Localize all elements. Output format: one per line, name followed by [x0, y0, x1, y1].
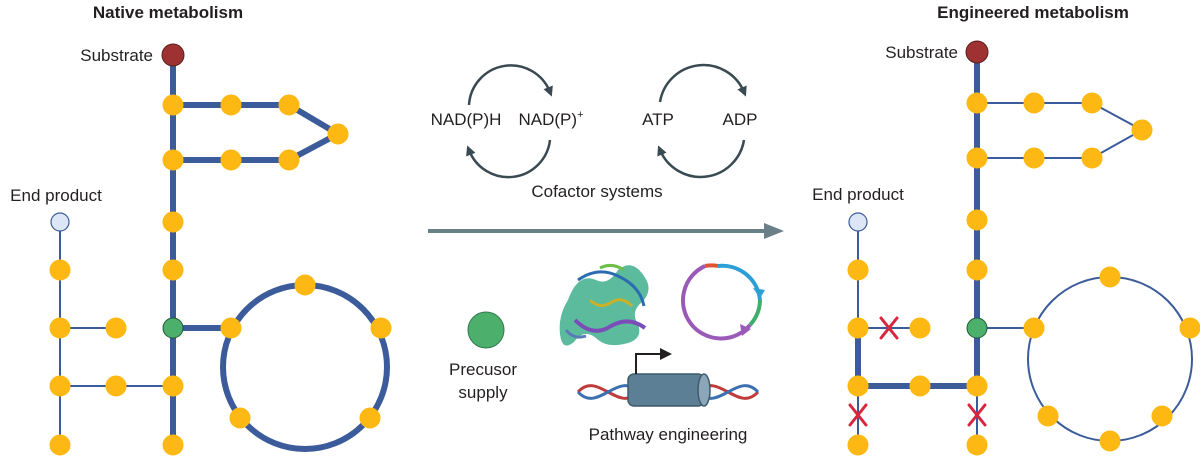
- native-metabolism-network: Native metabolism: [10, 3, 392, 456]
- cofactor-systems-caption: Cofactor systems: [531, 182, 662, 201]
- engineered-end-product-node: [848, 212, 868, 232]
- atp-to-adp-arrow: [658, 63, 747, 103]
- nadp-label: NAD(P)+: [519, 109, 584, 129]
- gene-dna-icon: [576, 348, 760, 407]
- knockout-mark: [879, 316, 899, 340]
- nadp-to-nadph-arrow: [466, 139, 552, 179]
- pathway-engineering-caption: Pathway engineering: [589, 425, 748, 444]
- knockout-mark: [967, 403, 987, 427]
- engineered-precursor-node: [966, 317, 988, 339]
- atp-label: ATP: [642, 110, 674, 129]
- engineered-substrate-label: Substrate: [885, 43, 958, 62]
- precursor-supply: Precusor supply: [449, 311, 517, 402]
- native-substrate-label: Substrate: [80, 46, 153, 65]
- cofactor-systems: NAD(P)H NAD(P)+ ATP ADP Cofactor systems: [431, 63, 758, 201]
- adp-to-atp-arrow: [657, 139, 746, 179]
- engineered-end-product-label: End product: [812, 185, 904, 204]
- native-substrate-node: [161, 43, 185, 67]
- nadph-label: NAD(P)H: [431, 110, 502, 129]
- engineered-metabolism-title: Engineered metabolism: [937, 3, 1129, 22]
- nadph-to-nadp-arrow: [467, 64, 553, 106]
- precursor-supply-label-line1: Precusor: [449, 360, 517, 379]
- knockout-mark: [848, 403, 868, 427]
- enzyme-structure-icon: [559, 263, 649, 346]
- pathway-engineering: Pathway engineering: [559, 263, 765, 444]
- precursor-supply-icon: [467, 311, 505, 349]
- adp-label: ADP: [723, 110, 758, 129]
- engineered-metabolism-network: Engineered metabolism: [812, 3, 1200, 456]
- native-metabolism-title: Native metabolism: [93, 3, 243, 22]
- plasmid-icon: [681, 263, 765, 341]
- native-end-product-node: [50, 212, 70, 232]
- precursor-supply-label-line2: supply: [458, 383, 508, 402]
- gene-knockout-marks: [848, 316, 987, 427]
- native-end-product-label: End product: [10, 186, 102, 205]
- native-metabolite-nodes: [49, 94, 392, 456]
- native-precursor-node: [162, 317, 184, 339]
- native-major-fluxes: [170, 52, 390, 452]
- engineered-substrate-node: [965, 40, 989, 64]
- engineered-metabolite-nodes: [847, 92, 1200, 456]
